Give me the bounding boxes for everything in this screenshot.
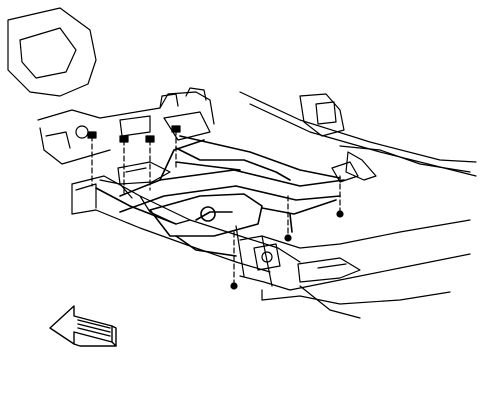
engine-outline	[7, 7, 215, 165]
bolt-7	[336, 175, 344, 218]
bolt-5	[230, 231, 238, 290]
right-frame-rail	[235, 219, 471, 319]
crossmember-frame	[95, 135, 345, 257]
direction-arrow-icon	[49, 305, 117, 347]
transmission-support	[117, 161, 359, 185]
bolt-3	[145, 135, 155, 191]
bolt-1	[87, 131, 97, 187]
mounting-bolts	[87, 125, 344, 290]
bolt-6	[284, 195, 292, 242]
bolt-2	[119, 135, 129, 197]
bolt-4	[171, 125, 181, 171]
floor-pan-outline	[239, 91, 477, 181]
